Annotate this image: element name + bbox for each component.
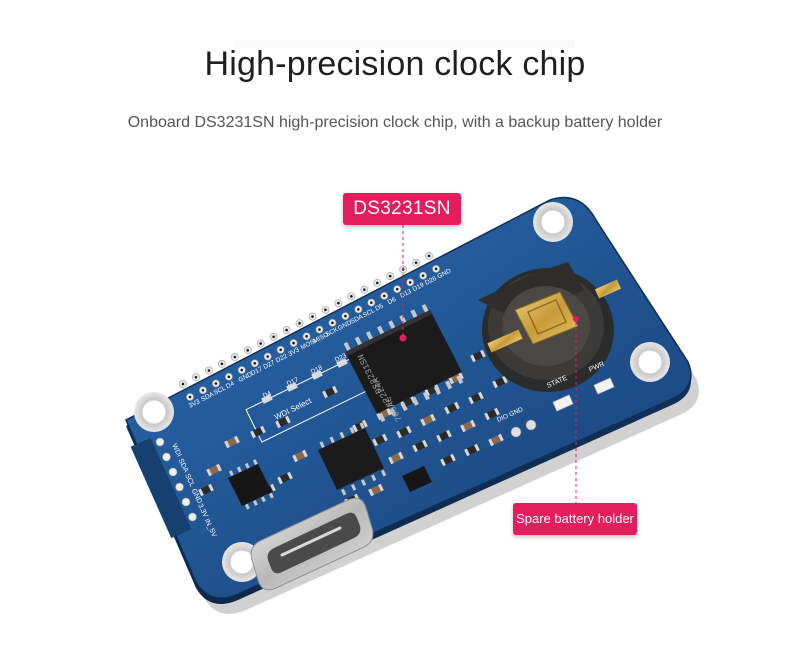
smd-part (206, 463, 222, 477)
silkscreen-label: D25 (299, 296, 313, 308)
smd-part (322, 385, 338, 399)
smd-part (250, 425, 266, 439)
select-option-label: D23 (334, 352, 348, 364)
silkscreen-label: D24 (273, 310, 287, 322)
side-pad (162, 452, 171, 462)
smd-part (368, 483, 384, 497)
smd-part (470, 349, 486, 363)
small-ic (228, 459, 274, 510)
battery-callout-label: Spare battery holder (513, 503, 637, 535)
smd-part (388, 451, 404, 465)
select-option-label: D18 (310, 364, 324, 376)
silkscreen-label: RX (221, 338, 233, 349)
silkscreen-label: 5V (183, 359, 194, 369)
side-pad (188, 512, 197, 522)
smd-part (292, 449, 308, 463)
silkscreen-label: D17 (250, 366, 264, 378)
callout-leaders (402, 225, 577, 503)
smd-part (460, 419, 476, 433)
smd-part (448, 371, 464, 385)
silkscreen-label: D27 (262, 359, 276, 371)
smd-part (396, 425, 412, 439)
gpio-header-pads (179, 252, 440, 401)
transistor (402, 466, 432, 492)
silkscreen-label: D19 (411, 281, 425, 293)
chip-callout-label: DS3231SN (343, 193, 461, 225)
silkscreen-label: D12 (351, 269, 365, 281)
side-pad (181, 497, 191, 507)
page-title: High-precision clock chip (204, 45, 586, 83)
smd-part (198, 483, 214, 497)
side-pad (155, 437, 165, 447)
smd-part (488, 433, 504, 447)
battery-holder (478, 262, 621, 392)
silkscreen-label: D21 (403, 243, 417, 255)
silkscreen-label: CE1 (325, 283, 340, 295)
silkscreen-label: D22 (275, 353, 289, 365)
silkscreen-label: D26 (424, 275, 438, 287)
silkscreen-label: D18 (234, 330, 248, 342)
smd-part (277, 471, 293, 485)
smd-part (464, 443, 480, 457)
secondary-ic (318, 422, 387, 496)
silkscreen-label: D6 (387, 296, 398, 306)
smd-part (224, 435, 240, 449)
smd-part (440, 453, 456, 467)
smd-part (444, 401, 460, 415)
silkscreen-label: D5 (374, 302, 385, 312)
side-pad (175, 482, 184, 492)
silkscreen-label: TX (209, 345, 220, 355)
silkscreen-label: D20 (390, 249, 404, 261)
smd-part (484, 407, 500, 421)
select-option-label: D4 (262, 390, 273, 400)
silkscreen-label: D23 (260, 317, 274, 329)
smd-part (436, 429, 452, 443)
silkscreen-label: 3V3 (188, 398, 202, 410)
side-pad (168, 467, 178, 477)
smd-part (420, 413, 436, 427)
smd-part (275, 415, 291, 429)
silkscreen-label: D13 (399, 288, 413, 300)
watermark (235, 40, 575, 48)
smd-part (412, 439, 428, 453)
silkscreen-label: 5V (170, 366, 181, 376)
silkscreen-label: D16 (377, 256, 391, 268)
page-subtitle: Onboard DS3231SN high-precision clock ch… (127, 114, 663, 131)
smd-part (352, 419, 368, 433)
select-option-label: D17 (286, 376, 300, 388)
usb-c-port (250, 497, 374, 591)
smd-part (468, 391, 484, 405)
smd-part (372, 433, 388, 447)
smd-part (492, 375, 508, 389)
chip-callout-dot (399, 334, 407, 342)
silkscreen-label: D4 (225, 380, 236, 390)
silkscreen-label: CE0 (312, 289, 327, 301)
silkscreen-label: 3V3 (287, 346, 301, 358)
